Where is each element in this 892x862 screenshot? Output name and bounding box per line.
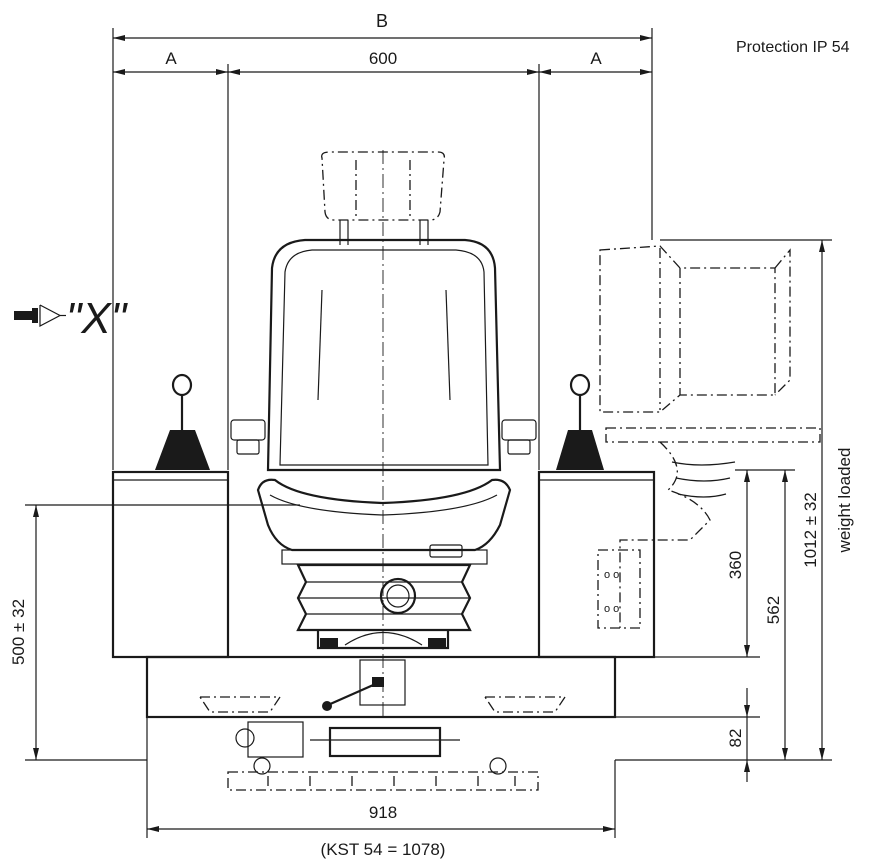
dim-label-918: 918 bbox=[369, 803, 397, 822]
view-marker-x: "X" bbox=[66, 294, 129, 343]
dim-label-82: 82 bbox=[726, 729, 745, 748]
protection-label: Protection IP 54 bbox=[736, 39, 850, 56]
suspension-bellows bbox=[281, 544, 488, 650]
bottom-dimension-918 bbox=[146, 717, 616, 838]
armrest-left bbox=[230, 419, 266, 455]
svg-text:o o: o o bbox=[604, 603, 619, 615]
left-dimension-500 bbox=[25, 504, 300, 761]
console-left bbox=[111, 373, 230, 659]
console-right bbox=[537, 373, 656, 659]
view-direction-arrow-icon bbox=[14, 304, 66, 327]
dim-label-600: 600 bbox=[369, 49, 397, 68]
side-unit-optional: o o o o bbox=[597, 245, 821, 629]
dim-label-a-left: A bbox=[165, 49, 177, 68]
seat-backrest bbox=[266, 238, 502, 472]
svg-text:o o: o o bbox=[604, 569, 619, 581]
swivel-slide-assembly bbox=[198, 696, 567, 791]
dim-label-a-right: A bbox=[590, 49, 602, 68]
armrest-right bbox=[501, 419, 537, 455]
dim-label-b: B bbox=[376, 11, 388, 31]
dim-label-1012: 1012 ± 32 bbox=[801, 492, 820, 568]
base-frame bbox=[145, 655, 617, 719]
top-dimensions bbox=[112, 28, 653, 470]
dim-label-360: 360 bbox=[726, 551, 745, 579]
right-dimensions bbox=[615, 239, 832, 782]
seat-cushion bbox=[256, 478, 512, 552]
dim-label-562: 562 bbox=[764, 596, 783, 624]
weight-loaded-label: weight loaded bbox=[835, 448, 854, 554]
kst-note-label: (KST 54 = 1078) bbox=[321, 840, 446, 859]
dim-label-500: 500 ± 32 bbox=[9, 599, 28, 665]
